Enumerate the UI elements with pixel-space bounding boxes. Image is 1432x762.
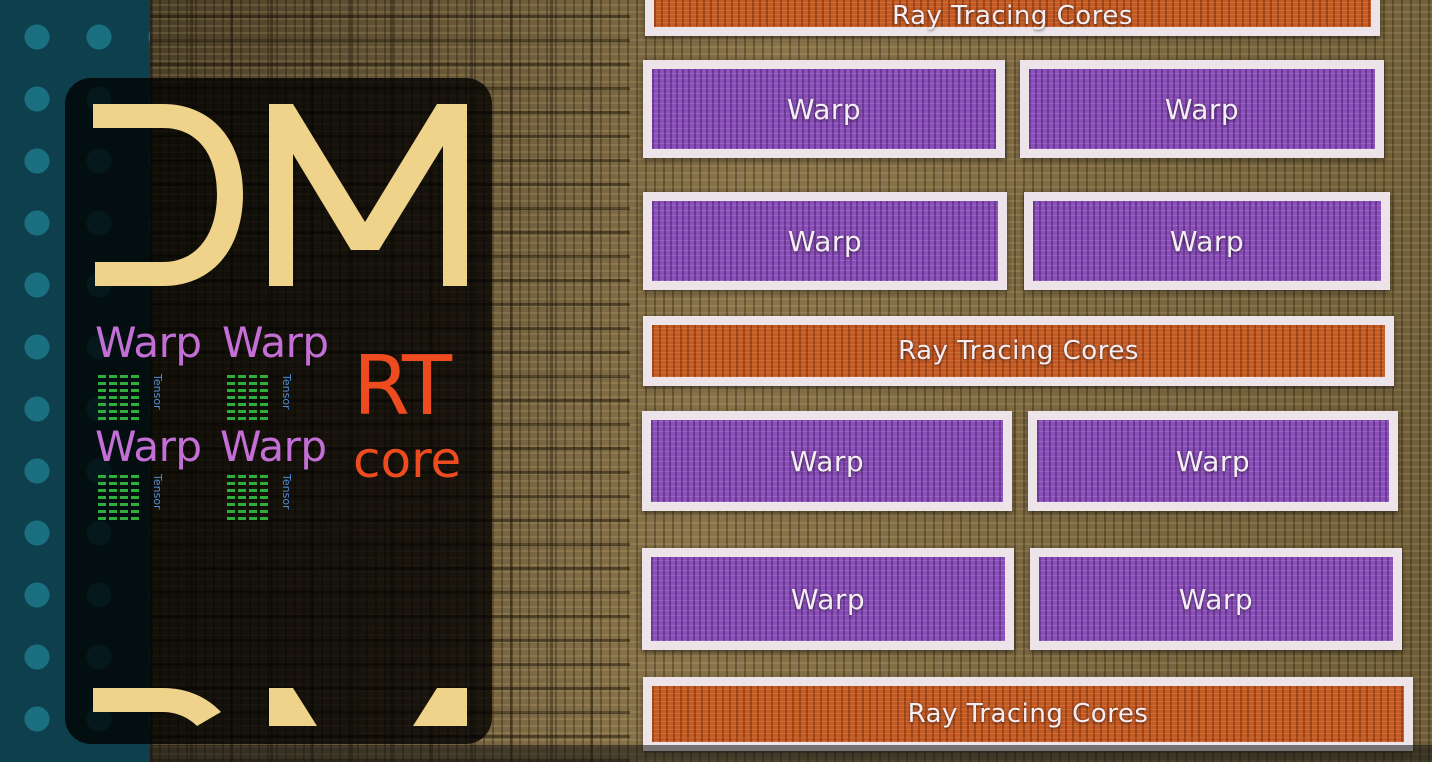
warp-block: Warp	[642, 548, 1014, 650]
sm-panel: Warp Warp Warp Warp Tensor Tensor Tensor…	[65, 78, 492, 744]
warp-block: Warp	[1028, 411, 1398, 511]
tensor-label: Tensor	[280, 374, 293, 410]
warp-label: Warp	[220, 422, 327, 471]
block-label: Warp	[1169, 224, 1245, 258]
tensor-core-unit: Tensor	[98, 474, 168, 520]
block-label: Warp	[789, 444, 865, 478]
bottom-shade	[150, 745, 1432, 762]
rt-core-label-core: core	[353, 431, 462, 489]
block-label: Warp	[786, 92, 862, 126]
tensor-label: Tensor	[151, 474, 164, 510]
rt-cores-block-bottom: Ray Tracing Cores	[643, 677, 1413, 751]
tensor-label: Tensor	[280, 474, 293, 510]
block-label: Ray Tracing Cores	[907, 699, 1149, 729]
warp-block: Warp	[642, 411, 1012, 511]
block-label: Ray Tracing Cores	[898, 336, 1139, 366]
block-label: Warp	[1164, 92, 1240, 126]
warp-label: Warp	[95, 422, 202, 471]
tensor-core-unit: Tensor	[98, 374, 168, 420]
warp-block: Warp	[643, 192, 1007, 290]
tensor-grid-icon	[227, 374, 271, 420]
tensor-label: Tensor	[151, 374, 164, 410]
tensor-core-unit: Tensor	[227, 374, 297, 420]
warp-label: Warp	[95, 318, 202, 367]
rt-core-label-rt: RT	[353, 339, 452, 434]
warp-label: Warp	[222, 318, 329, 367]
block-label: Warp	[1175, 444, 1251, 478]
block-label: Warp	[1178, 582, 1254, 616]
tensor-grid-icon	[227, 474, 271, 520]
tensor-grid-icon	[98, 374, 142, 420]
block-label: Ray Tracing Cores	[892, 1, 1133, 31]
sm-logo	[93, 104, 467, 286]
sm-logo-partial	[93, 688, 467, 726]
block-label: Warp	[787, 224, 863, 258]
rt-cores-block-top: Ray Tracing Cores	[645, 0, 1380, 36]
warp-block: Warp	[1030, 548, 1402, 650]
rt-cores-block-middle: Ray Tracing Cores	[643, 316, 1394, 386]
warp-block: Warp	[1020, 60, 1384, 158]
warp-block: Warp	[643, 60, 1005, 158]
block-label: Warp	[790, 582, 866, 616]
tensor-core-unit: Tensor	[227, 474, 297, 520]
warp-block: Warp	[1024, 192, 1390, 290]
tensor-grid-icon	[98, 474, 142, 520]
